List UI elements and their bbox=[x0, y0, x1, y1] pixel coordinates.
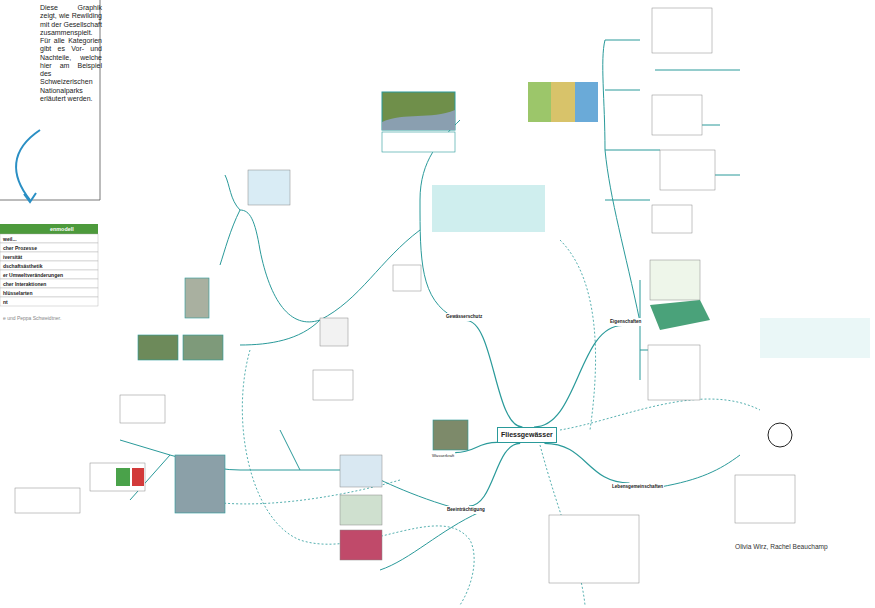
channel-photo bbox=[185, 278, 209, 318]
branch-connector bbox=[534, 326, 622, 428]
branch-topic: Gewässerschutz bbox=[445, 313, 483, 321]
table-cell: cher Prozesse bbox=[3, 245, 37, 251]
branch-topic: Lebensgemeinschaften bbox=[611, 483, 664, 491]
branch-connector bbox=[466, 321, 522, 428]
scatter-plot bbox=[652, 205, 692, 233]
table-cell: dschaftsästhetik bbox=[3, 263, 42, 269]
node-text: Fliessgewässer bbox=[501, 431, 553, 439]
table-cell: hlüsselarten bbox=[3, 290, 32, 296]
table-cell: er Umweltveränderungen bbox=[3, 272, 63, 278]
catchment-map bbox=[248, 170, 290, 205]
node-text: Gewässerschutz bbox=[446, 314, 482, 320]
chart-segment bbox=[528, 82, 551, 122]
flow-sketch bbox=[313, 370, 353, 400]
river-photo bbox=[183, 335, 223, 360]
score-cell bbox=[116, 468, 130, 486]
river-water bbox=[382, 110, 455, 130]
node-text: Lebensgemeinschaften bbox=[612, 484, 663, 490]
curve-sketch bbox=[393, 265, 421, 291]
table-cell: enmodell bbox=[50, 226, 74, 232]
photo-caption-box bbox=[382, 132, 455, 152]
chart-segment bbox=[575, 82, 598, 122]
node-text: Diese Graphik zeigt, wie Rewilding mit d… bbox=[40, 4, 102, 103]
table-cell: cher Interaktionen bbox=[3, 281, 46, 287]
food-web bbox=[768, 423, 792, 447]
source-note: e und Peppa Schweidtner. bbox=[3, 315, 61, 321]
branch-topic: Beeinträchtigung bbox=[446, 506, 486, 514]
branch-connector bbox=[455, 442, 497, 452]
branch-connector bbox=[544, 443, 629, 483]
branch-topic: Wasserkraft bbox=[431, 452, 455, 459]
node-text: Eigenschaften bbox=[610, 319, 641, 325]
scatter-plot bbox=[660, 150, 715, 190]
map-image bbox=[340, 495, 382, 525]
table-header bbox=[0, 224, 98, 234]
highlight-panel bbox=[432, 185, 545, 232]
river-profile bbox=[650, 300, 710, 330]
scatter-plot bbox=[652, 95, 702, 135]
bar-chart bbox=[15, 488, 80, 513]
map-image bbox=[340, 455, 382, 487]
site-photo bbox=[175, 455, 225, 513]
process-chart bbox=[120, 395, 165, 423]
table-cell: nt bbox=[3, 299, 8, 305]
project-map bbox=[320, 318, 348, 346]
zone-diagram bbox=[648, 345, 700, 400]
central-topic: Fliessgewässer bbox=[497, 427, 557, 443]
node-text: Wasserkraft bbox=[432, 453, 454, 458]
polluted-river-photo bbox=[340, 530, 382, 560]
author-credit: Olivia Wirz, Rachel Beauchamp bbox=[735, 543, 828, 550]
species-figure bbox=[735, 475, 795, 523]
river-photo bbox=[382, 92, 455, 130]
node-text: Beeinträchtigung bbox=[447, 507, 485, 513]
branch-topic: Eigenschaften bbox=[609, 318, 642, 326]
cross-links bbox=[200, 240, 760, 605]
intro-note: Diese Graphik zeigt, wie Rewilding mit d… bbox=[40, 4, 102, 103]
branch-connector bbox=[469, 443, 520, 506]
pointer-arrow bbox=[16, 130, 40, 200]
table-cell: iversität bbox=[3, 254, 22, 260]
profile-chart bbox=[650, 260, 700, 300]
branch-lines bbox=[120, 40, 740, 570]
chart-image bbox=[528, 82, 598, 122]
note-panel bbox=[760, 318, 870, 358]
table-rows bbox=[0, 234, 98, 306]
pointer-head bbox=[24, 193, 36, 202]
score-table bbox=[90, 463, 145, 491]
scatter-plot bbox=[652, 8, 712, 53]
score-cell bbox=[132, 468, 144, 486]
community-figure bbox=[549, 515, 639, 583]
table-cell: weil... bbox=[3, 236, 17, 242]
river-photo bbox=[138, 335, 178, 360]
dam-photo bbox=[433, 420, 468, 450]
